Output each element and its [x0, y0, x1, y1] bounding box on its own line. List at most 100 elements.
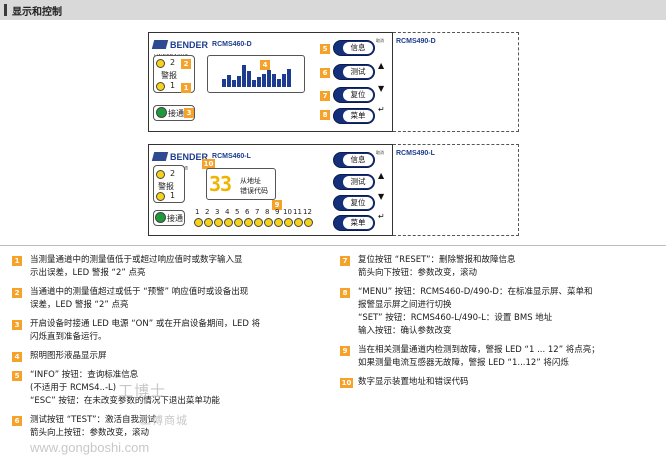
- display-text-address: 从地址: [240, 177, 261, 185]
- legend-line: 报警显示屏之间进行切换: [358, 300, 452, 310]
- reset-button-label: 复位: [343, 89, 373, 101]
- alarm-1-label: 1: [170, 191, 176, 200]
- legend-line: 输入按钮：确认参数改变: [358, 326, 452, 336]
- legend-number-badge: 10: [340, 378, 353, 388]
- menu-button-label: 菜单: [343, 110, 373, 122]
- badge-8: 8: [320, 110, 330, 120]
- channel-number: 9: [275, 208, 280, 216]
- badge-9: 9: [272, 200, 282, 210]
- channel-number: 11: [293, 208, 302, 216]
- bender-logo-icon: [151, 152, 169, 162]
- level-bar: [222, 79, 226, 87]
- legend-text: 数字显示装置地址和错误代码: [358, 376, 469, 389]
- legend-text: 复位按钮 “RESET”：删除警报和故障信息箭头向下按钮：参数改变，滚动: [358, 254, 516, 280]
- legend-number-badge: 6: [12, 416, 22, 426]
- watermark-url: www.gongboshi.com: [30, 440, 150, 455]
- channel-number: 1: [195, 208, 200, 216]
- level-bar: [282, 74, 286, 87]
- channel-number: 5: [235, 208, 240, 216]
- arrow-up-icon: ▲: [378, 61, 385, 70]
- channel-number: 4: [225, 208, 230, 216]
- info-button-label: 信息: [343, 42, 373, 54]
- set-button[interactable]: 菜单: [333, 215, 375, 231]
- level-bar: [262, 74, 266, 87]
- digit-readout: 33: [209, 172, 232, 196]
- channel-alarm-led: [234, 218, 243, 227]
- legend-number-badge: 2: [12, 288, 22, 298]
- channel-alarm-led: [194, 218, 203, 227]
- section-title: 显示和控制: [12, 7, 62, 18]
- legend-line: 当通道中的测量值超过或低于 “预警” 响应值时或设备出现: [30, 287, 249, 297]
- legend-text: 测试按钮 “TEST”：激活自我测试箭头向上按钮：参数改变，滚动: [30, 414, 156, 440]
- device-d-graphic-display: [207, 55, 305, 93]
- legend-text: 当测量通道中的测量值低于或超过响应值时或数字输入显示出误差，LED 警报 “2”…: [30, 254, 243, 280]
- legend-line: 开启设备时接通 LED 电源 “ON” 或在开启设备期间，LED 将: [30, 319, 261, 329]
- alarm-1-led: [156, 192, 165, 201]
- test-button[interactable]: 测试: [333, 174, 375, 190]
- device-d-extension: [393, 32, 519, 132]
- channel-alarm-led: [204, 218, 213, 227]
- level-bar: [232, 80, 236, 87]
- badge-3: 3: [184, 108, 194, 118]
- menu-button[interactable]: 菜单: [333, 108, 375, 124]
- bender-logo-icon: [151, 40, 169, 50]
- legend-line: (不适用于 RCMS4..-L): [30, 383, 117, 393]
- on-label: 接通: [167, 214, 183, 223]
- alarm-2-led: [156, 170, 165, 179]
- level-bar: [277, 79, 281, 87]
- legend-number-badge: 3: [12, 320, 22, 330]
- device-l-extension: [393, 144, 519, 236]
- legend-line: 误差，LED 警报 “2” 点亮: [30, 300, 129, 310]
- section-header: 显示和控制: [0, 0, 666, 20]
- arrow-down-icon: ▼: [378, 192, 385, 201]
- info-button-label: 信息: [343, 154, 373, 166]
- legend-text: “MENU” 按钮：RCMS460-D/490-D：在标准显示屏、菜单和报警显示…: [358, 286, 592, 338]
- badge-5: 5: [320, 44, 330, 54]
- test-button[interactable]: 测试: [333, 64, 375, 80]
- alarm-1-led: [156, 82, 165, 91]
- device-l-extension-model: RCMS490-L: [396, 150, 435, 157]
- legend-line: 当在相关测量通道内检测到故障，警报 LED “1 ... 12” 将点亮；: [358, 345, 600, 355]
- test-button-label: 测试: [343, 176, 373, 188]
- info-button[interactable]: 信息: [333, 40, 375, 56]
- esc-tag: 取消: [376, 150, 384, 155]
- reset-button[interactable]: 复位: [333, 87, 375, 103]
- level-bar: [272, 74, 276, 87]
- badge-6: 6: [320, 68, 330, 78]
- channel-number: 3: [215, 208, 220, 216]
- alarm-2-label: 2: [170, 169, 176, 178]
- legend-line: 当测量通道中的测量值低于或超过响应值时或数字输入显: [30, 255, 243, 265]
- level-bar: [247, 71, 251, 87]
- watermark-sub-text: 工博商城: [140, 414, 188, 427]
- reset-button-label: 复位: [343, 197, 373, 209]
- legend-line: “MENU” 按钮：RCMS460-D/490-D：在标准显示屏、菜单和: [358, 287, 593, 297]
- info-button[interactable]: 信息: [333, 152, 375, 168]
- channel-alarm-led: [304, 218, 313, 227]
- channel-alarm-led: [264, 218, 273, 227]
- level-bar: [242, 65, 246, 87]
- badge-2: 2: [181, 59, 191, 69]
- legend-text: 开启设备时接通 LED 电源 “ON” 或在开启设备期间，LED 将闪烁直到准备…: [30, 318, 260, 344]
- alarm-label: 警报: [158, 182, 174, 191]
- level-bar: [227, 75, 231, 87]
- badge-10: 10: [202, 159, 215, 169]
- header-accent: [4, 4, 7, 16]
- legend-number-badge: 5: [12, 371, 22, 381]
- channel-alarm-led: [284, 218, 293, 227]
- legend-line: 复位按钮 “RESET”：删除警报和故障信息: [358, 255, 516, 265]
- level-bar: [257, 77, 261, 87]
- on-led: [155, 212, 166, 223]
- esc-tag: 取消: [376, 38, 384, 43]
- section-divider: [0, 245, 666, 246]
- channel-number: 7: [255, 208, 260, 216]
- legend-line: “INFO” 按钮：查询标准信息: [30, 370, 139, 380]
- display-text-error: 错误代码: [240, 187, 268, 195]
- reset-button[interactable]: 复位: [333, 195, 375, 211]
- legend-number-badge: 1: [12, 256, 22, 266]
- alarm-2-label: 2: [170, 58, 176, 67]
- channel-alarm-led: [214, 218, 223, 227]
- enter-arrow-icon: ↵: [378, 212, 385, 221]
- channel-number: 10: [283, 208, 292, 216]
- legend-text: 照明图形液晶显示屏: [30, 350, 107, 363]
- legend-line: 照明图形液晶显示屏: [30, 351, 107, 361]
